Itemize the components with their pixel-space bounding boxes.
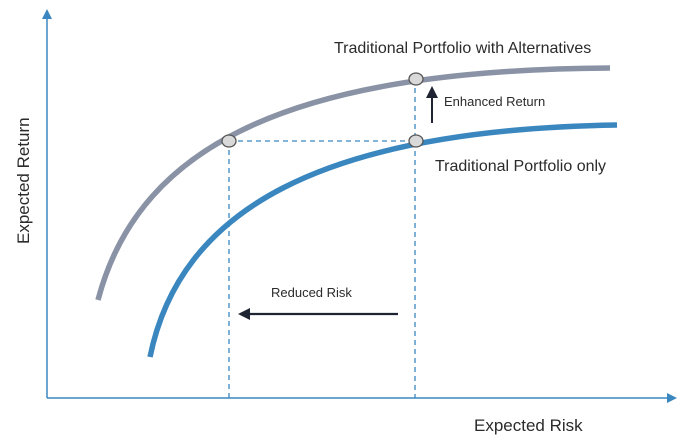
x-axis-label: Expected Risk	[474, 416, 583, 435]
marker-alternatives-same-risk	[221, 134, 237, 148]
marker-traditional	[408, 134, 424, 148]
marker-alternatives-enhanced	[408, 72, 424, 86]
label-curve-traditional: Traditional Portfolio only	[435, 158, 606, 175]
curve-traditional-only	[147, 122, 618, 358]
label-curve-alternatives: Traditional Portfolio with Alternatives	[334, 40, 591, 57]
label-enhanced-return: Enhanced Return	[444, 94, 545, 109]
y-axis-label: Expected Return	[14, 117, 33, 244]
curve-traditional-with-alternatives	[95, 65, 611, 301]
label-reduced-risk: Reduced Risk	[271, 285, 352, 300]
